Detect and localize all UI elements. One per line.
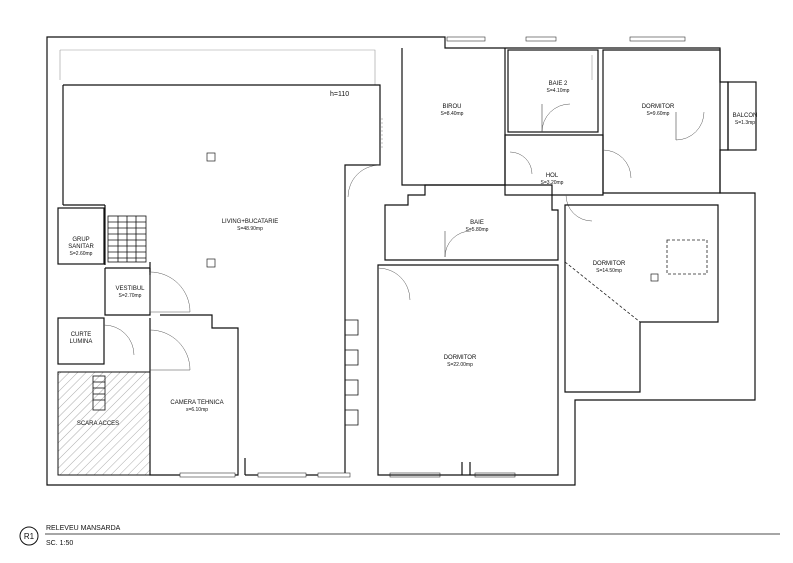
sheet-badge	[19, 526, 39, 546]
room-baie-label: BAIE S=5.80mp	[466, 220, 489, 233]
stair-rail	[92, 375, 106, 411]
room-name: BAIE	[470, 220, 484, 226]
curte-lumina-wall	[57, 317, 105, 365]
room-name: DORMITOR	[593, 261, 626, 267]
room-dormitor1-label: DORMITOR S=9.60mp	[642, 104, 675, 117]
sheet-title: RELEVEU MANSARDA	[46, 525, 121, 532]
room-grup-label: GRUP SANITAR S=2.60mp	[68, 237, 94, 257]
baie-wall	[384, 184, 559, 261]
room-name: SANITAR	[68, 244, 94, 250]
balcon-wall	[727, 81, 757, 151]
door-swing	[377, 267, 411, 301]
room-dormitor2-label: DORMITOR S=14.50mp	[593, 261, 626, 274]
room-camera-label: CAMERA TEHNICA s=6.10mp	[170, 400, 223, 413]
door-swing	[149, 271, 191, 313]
room-area: S=4.10mp	[547, 88, 570, 94]
column-mark	[206, 258, 216, 268]
room-area: S=22.00mp	[447, 362, 473, 368]
door-swing	[675, 111, 705, 141]
room-dormitor3-label: DORMITOR S=22.00mp	[444, 355, 477, 368]
room-birou-label: BIROU S=8.40mp	[441, 104, 464, 117]
room-area: S=2.60mp	[70, 251, 93, 257]
window	[317, 472, 351, 478]
door-swing	[149, 329, 191, 371]
room-balcon-label: BALCON S=1.3mp	[733, 113, 758, 126]
column-mark	[650, 273, 659, 282]
room-name: BAIE 2	[549, 81, 568, 87]
room-name: LUMINA	[70, 339, 93, 345]
room-scara-label: SCARA ACCES	[77, 421, 119, 427]
room-name: VESTIBUL	[115, 286, 145, 292]
door-swing	[509, 151, 533, 175]
roof-line	[60, 49, 376, 85]
room-baie2-label: BAIE 2 S=4.10mp	[547, 81, 570, 94]
dormitor-3-wall	[377, 264, 559, 476]
hol-wall	[504, 134, 604, 196]
door-swing	[602, 149, 632, 179]
grup-sanitar-wall	[57, 207, 105, 265]
window	[179, 472, 236, 478]
room-curte-label: CURTE LUMINA	[70, 332, 93, 345]
window	[525, 36, 557, 42]
room-name: GRUP	[72, 237, 89, 243]
room-area: S=48.90mp	[237, 226, 263, 232]
room-area: S=9.60mp	[647, 111, 670, 117]
roof-slope	[564, 261, 641, 323]
room-area: S=2.70mp	[119, 293, 142, 299]
door-swing	[444, 230, 472, 258]
skylight	[666, 239, 708, 275]
door-swing	[347, 164, 381, 198]
room-name: CAMERA TEHNICA	[170, 400, 223, 406]
door-swing	[541, 103, 571, 133]
stair-flight	[107, 215, 147, 263]
room-vestibul-label: VESTIBUL S=2.70mp	[115, 286, 145, 299]
room-name: BALCON	[733, 113, 758, 119]
room-name: LIVING+BUCATARIE	[222, 219, 279, 225]
room-hol-label: HOL S=3.20mp	[541, 173, 564, 186]
room-area: s=6.10mp	[186, 407, 208, 413]
column-mark	[206, 152, 216, 162]
room-name: BIROU	[442, 104, 461, 110]
room-name: DORMITOR	[642, 104, 675, 110]
room-name: DORMITOR	[444, 355, 477, 361]
room-area: S=14.50mp	[596, 268, 622, 274]
dormitor-2-wall	[564, 204, 719, 393]
room-name: SCARA ACCES	[77, 421, 119, 427]
sheet-badge-label: R1	[24, 532, 35, 541]
sheet-scale: SC. 1:50	[46, 540, 73, 547]
room-area: S=8.40mp	[441, 111, 464, 117]
room-living-label: LIVING+BUCATARIE S=48.90mp	[222, 219, 279, 232]
window	[446, 36, 486, 42]
baie-2-wall	[507, 49, 599, 133]
room-area: S=1.3mp	[735, 120, 755, 126]
window	[629, 36, 686, 42]
wall-pillars	[345, 319, 359, 426]
room-name: CURTE	[71, 332, 92, 338]
height-label: h=110	[330, 91, 349, 98]
door-swing	[103, 324, 135, 356]
room-area: S=3.20mp	[541, 180, 564, 186]
camera-tehnica-wall	[149, 314, 239, 476]
window	[257, 472, 307, 478]
room-area: S=5.80mp	[466, 227, 489, 233]
door-swing	[565, 194, 593, 222]
room-name: HOL	[546, 173, 559, 179]
